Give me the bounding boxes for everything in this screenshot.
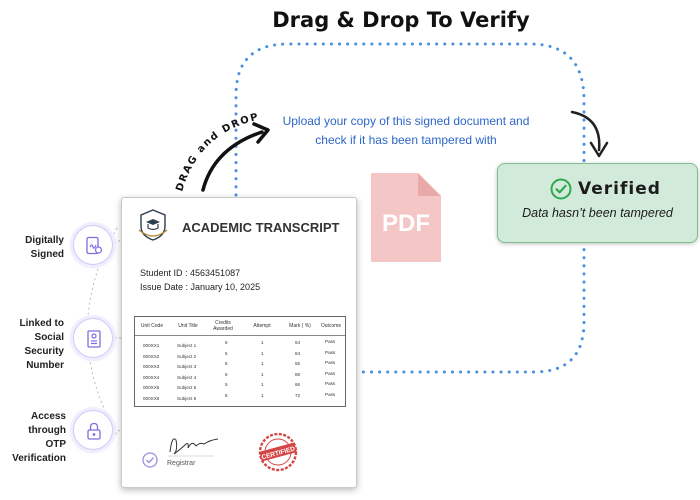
pdf-file-icon <box>371 173 441 262</box>
table-cell: 72 <box>295 392 301 398</box>
table-cell: Subject 4 <box>177 374 197 380</box>
table-cell: Pass <box>325 339 336 344</box>
drag-arrow-icon <box>201 130 264 192</box>
verified-status-card: Verified Data hasn’t been tampered <box>497 163 698 243</box>
table-cell: 64 <box>295 340 301 345</box>
table-cell: Subject 3 <box>177 364 197 369</box>
signature-scribble <box>168 438 219 457</box>
transcript-document[interactable]: ACADEMIC TRANSCRIPT Student ID : 4563451… <box>121 197 357 488</box>
table-header: Unit Title <box>178 323 198 329</box>
table-cell: 6 <box>225 340 228 345</box>
table-cell: Pass <box>325 391 336 397</box>
table-cell: 000XX3 <box>143 364 160 369</box>
lock-icon <box>73 410 113 450</box>
grades-table: Unit Code Unit Title Credits Awarded Att… <box>134 316 346 407</box>
table-cell: 1 <box>261 392 264 398</box>
certified-stamp-icon: CERTIFIED <box>258 432 298 472</box>
table-cell: 000XX5 <box>143 385 160 390</box>
table-cell: 1 <box>261 382 264 387</box>
table-header: Mark ( %) <box>289 323 311 329</box>
table-cell: Pass <box>325 381 336 386</box>
upload-instructions: Upload your copy of this signed document… <box>282 114 530 147</box>
table-cell: 000XX6 <box>143 395 160 401</box>
svg-text:DRAG and DROP: DRAG and DROP <box>174 112 260 193</box>
table-cell: 8 <box>225 361 228 366</box>
table-cell: 5 <box>225 350 228 356</box>
table-cell: 6 <box>225 371 228 377</box>
table-cell: Pass <box>325 370 336 376</box>
table-cell: 55 <box>295 361 301 366</box>
registrar-label: Registrar <box>167 460 196 467</box>
feature-label-digitally-signed: Digitally Signed <box>25 235 64 260</box>
table-cell: 88 <box>295 371 301 377</box>
table-cell: 66 <box>295 382 301 387</box>
table-cell: 000XX4 <box>143 374 160 380</box>
verified-title: Verified <box>578 179 661 199</box>
feature-label-ssn: Linked to Social Security Number <box>19 318 64 371</box>
table-cell: 000XX1 <box>143 343 160 348</box>
table-cell: Subject 1 <box>177 343 197 348</box>
table-header-divider <box>135 335 345 336</box>
table-cell: Subject 6 <box>177 395 197 401</box>
pdf-label: PDF <box>382 210 430 237</box>
id-document-icon <box>73 318 113 358</box>
table-cell: Subject 5 <box>177 385 197 390</box>
table-cell: 5 <box>225 382 228 387</box>
university-crest-icon <box>138 209 168 241</box>
verify-arrow-icon <box>570 110 601 152</box>
page-title: Drag & Drop To Verify <box>272 8 530 32</box>
table-cell: 1 <box>261 371 264 377</box>
table-cell: Subject 2 <box>177 353 197 359</box>
dotted-flow-path <box>234 42 586 374</box>
table-cell: Pass <box>325 349 336 355</box>
table-cell: Pass <box>325 360 336 365</box>
table-cell: 1 <box>261 350 264 356</box>
table-cell: 84 <box>295 350 301 356</box>
student-id: Student ID : 4563451087 <box>140 268 241 278</box>
table-cell: 000XX2 <box>143 353 160 359</box>
check-circle-icon <box>550 178 572 200</box>
issue-date: Issue Date : January 10, 2025 <box>140 282 261 292</box>
table-cell: 8 <box>225 392 228 398</box>
table-header: Outcome <box>320 323 342 329</box>
table-cell: 1 <box>261 340 264 345</box>
drag-and-drop-label: DRAG and DROP <box>174 112 259 193</box>
verified-badge-icon <box>142 452 158 468</box>
feature-label-otp: Access through OTP Verification <box>12 411 66 464</box>
table-header: Credits Awarded <box>213 320 233 332</box>
table-header: Unit Code <box>140 323 164 329</box>
table-cell: 1 <box>261 361 264 366</box>
document-title: ACADEMIC TRANSCRIPT <box>182 220 340 235</box>
signed-tablet-icon <box>73 225 113 265</box>
verified-subtitle: Data hasn’t been tampered <box>522 206 673 220</box>
table-header: Attempt <box>253 323 271 329</box>
